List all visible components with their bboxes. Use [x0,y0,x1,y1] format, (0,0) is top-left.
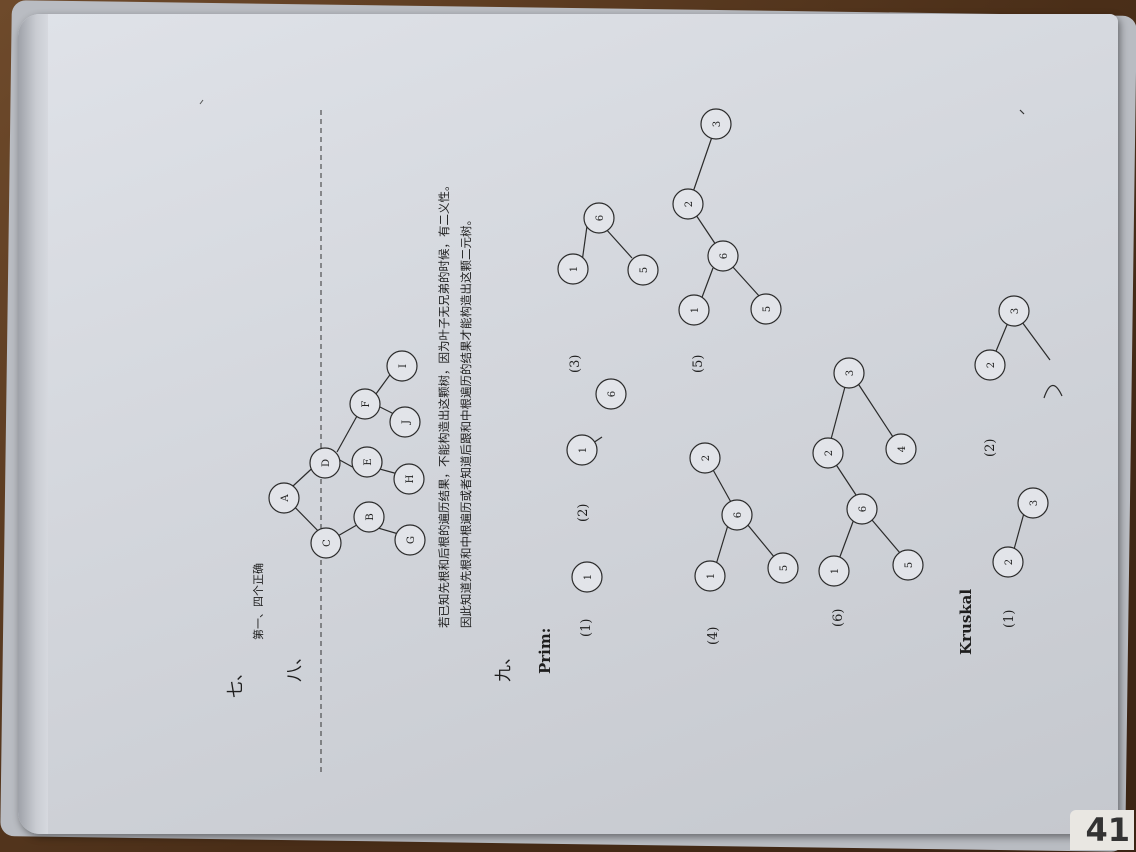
svg-text:2: 2 [824,450,835,456]
tree-node-b: B [353,501,385,533]
svg-text:6: 6 [607,391,618,397]
kruskal-title: Kruskal [957,589,975,655]
svg-text:5: 5 [639,267,650,273]
tree-node-f: F [349,388,381,420]
svg-text:5: 5 [779,565,790,571]
svg-text:6: 6 [595,215,606,221]
svg-text:5: 5 [904,562,915,568]
kruskal-graph-2: 2 3 [974,295,1063,399]
tree-node-d: D [309,447,341,479]
section-seven-label: 七、 [226,664,246,698]
svg-text:J: J [401,420,412,425]
svg-text:1: 1 [706,573,717,579]
stray-mark-2 [199,99,204,105]
svg-text:6: 6 [733,512,744,518]
tree-node-c: C [310,527,342,559]
prim-graph-2: 1 6 [566,378,627,466]
svg-text:1: 1 [569,266,580,272]
section-eight-label: 八、 [285,648,305,682]
tree-node-a: A [268,482,300,514]
prim-graph-3: 1 6 5 [557,202,659,286]
prim-step-1-label: (1) [579,619,594,637]
paper-page [18,14,1118,834]
svg-text:3: 3 [845,370,856,376]
svg-text:B: B [365,513,376,520]
svg-text:4: 4 [897,446,908,452]
prim-step-4-label: (4) [706,627,721,645]
svg-text:D: D [321,459,332,467]
svg-text:5: 5 [762,306,773,312]
prim-step-6-label: (6) [831,609,846,627]
prim-graph-5: 3 2 6 1 5 [672,108,782,326]
tree-node-j: J [389,406,421,438]
tree-node-e: E [351,446,383,478]
section-seven-answer: 第一、四个正确 [251,563,265,640]
paragraph-line-2: 因此知道先根和中根遍历或者知道后跟和中根遍历的结果才能构造出这颗二元树。 [459,214,473,628]
svg-text:C: C [322,539,333,547]
svg-text:3: 3 [712,121,723,127]
svg-text:1: 1 [578,447,589,453]
prim-step-2-label: (2) [576,504,591,522]
kruskal-step-1-label: (1) [1002,610,1017,628]
svg-text:A: A [280,494,291,503]
prim-step-5-label: (5) [691,355,706,373]
svg-text:1: 1 [583,574,594,580]
prim-step-3-label: (3) [568,355,583,373]
tree-node-h: H [393,463,425,495]
svg-text:2: 2 [701,455,712,461]
svg-text:2: 2 [986,362,997,368]
prim-graph-1: 1 [571,561,603,593]
kruskal-step-2-label: (2) [983,439,998,457]
paragraph-line-1: 若已知先根和后根的遍历结果，不能构造出这颗树，因为叶子无兄弟的时候，有二义性。 [437,180,451,629]
corner-page-number: 41 [1070,810,1134,850]
svg-text:G: G [406,536,417,544]
kruskal-graph-1: 2 3 [992,487,1049,578]
svg-text:6: 6 [719,253,730,259]
tree-node-g: G [394,524,426,556]
svg-text:1: 1 [690,307,701,313]
svg-text:F: F [361,400,372,407]
svg-text:6: 6 [858,506,869,512]
svg-text:E: E [363,458,374,465]
svg-text:2: 2 [1004,559,1015,565]
page-binding [18,14,48,834]
svg-text:2: 2 [684,201,695,207]
tree-node-i: I [386,350,418,382]
svg-text:I: I [398,364,409,368]
prim-title: Prim: [536,628,554,674]
section-nine-label: 九、 [494,648,514,682]
stray-mark [1019,109,1025,115]
prim-graph-4: 1 6 5 2 [689,442,799,592]
svg-text:3: 3 [1029,500,1040,506]
svg-text:3: 3 [1010,308,1021,314]
binary-tree-diagram: A C B G D E H F J I [268,350,426,559]
prim-graph-6: 1 6 5 2 3 4 [812,357,924,587]
svg-text:1: 1 [830,568,841,574]
svg-text:H: H [405,474,416,483]
